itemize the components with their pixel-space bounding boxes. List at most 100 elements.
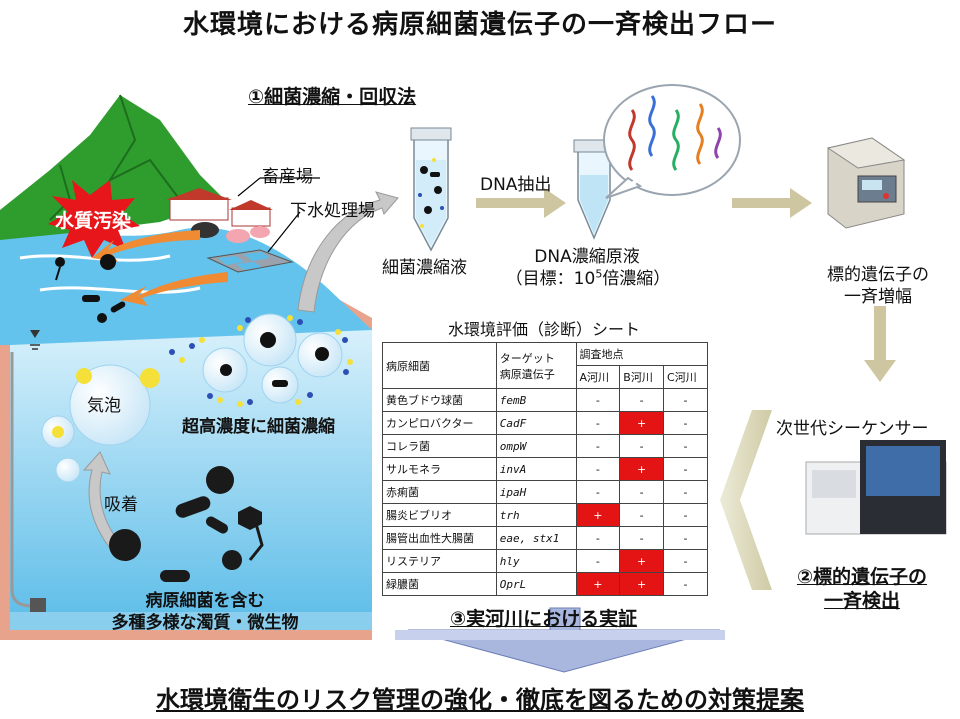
site-c-result: -: [663, 526, 708, 550]
page-title: 水環境における病原細菌遺伝子の一斉検出フロー: [182, 10, 777, 40]
dna-solution-label: DNA濃縮原液: [534, 247, 640, 267]
site-c-result: -: [663, 572, 708, 596]
concentrate-label: 細菌濃縮液: [382, 258, 467, 278]
col-sites: 調査地点: [575, 342, 709, 366]
site-b-result: +: [619, 572, 665, 596]
amplify-label-1: 標的遺伝子の: [827, 265, 929, 285]
pathogen-name: サルモネラ: [382, 457, 497, 481]
site-a-result: -: [575, 457, 621, 481]
target-gene: trh: [495, 503, 577, 527]
pathogens-illustration: [109, 466, 264, 582]
collect-arrow: [297, 191, 399, 313]
step1-heading: ①細菌濃縮・回収法: [248, 86, 417, 108]
water-label-1: 病原細菌を含む: [145, 591, 265, 611]
bubble-large: [69, 364, 151, 446]
pcr-machine-illustration: [826, 137, 906, 229]
sheet-arrow: [720, 410, 772, 590]
sequence-arrow: [864, 306, 896, 382]
site-c-result: -: [663, 434, 708, 458]
site-b-result: +: [619, 411, 665, 435]
pathogen-name: カンピロバクター: [382, 411, 497, 435]
sequencer-illustration: [805, 440, 947, 535]
extract-arrow: [476, 188, 566, 218]
site-b-result: -: [619, 434, 665, 458]
target-gene: OprL: [495, 572, 577, 596]
col-site-1: B河川: [619, 365, 665, 389]
conclusion-text: 水環境衛生のリスク管理の強化・徹底を図るための対策提案: [156, 686, 804, 714]
target-gene: hly: [495, 549, 577, 573]
bacteria-concentrate-cluster: [169, 313, 353, 407]
target-label: （目標：105倍濃縮）: [505, 267, 671, 289]
site-a-result: -: [575, 526, 621, 550]
site-a-result: -: [575, 480, 621, 504]
site-a-result: -: [575, 434, 621, 458]
site-c-result: -: [663, 480, 708, 504]
mountain-illustration: [0, 95, 225, 240]
sewage-label: 下水処理場: [290, 201, 375, 221]
high-conc-label: 超高濃度に細菌濃縮: [182, 417, 335, 437]
pathogen-name: 緑膿菌: [382, 572, 497, 596]
col-pathogen: 病原細菌: [382, 342, 497, 389]
site-a-result: +: [575, 572, 621, 596]
runoff-arrow-1: [92, 230, 200, 262]
step2-heading-2: 一斉検出: [823, 590, 900, 612]
site-c-result: -: [663, 388, 708, 412]
amplify-label-2: 一斉増幅: [844, 287, 912, 307]
aerator-icon: [30, 598, 46, 612]
target-gene: invA: [495, 457, 577, 481]
water-label-2: 多種多様な濁質・微生物: [111, 613, 299, 633]
pathogen-name: 腸管出血性大腸菌: [382, 526, 497, 550]
adsorption-label: 吸着: [104, 495, 138, 515]
site-c-result: -: [663, 457, 708, 481]
site-b-result: -: [619, 388, 665, 412]
site-a-result: +: [575, 503, 621, 527]
col-target: ターゲット病原遺伝子: [495, 342, 577, 389]
pollution-burst: [48, 180, 140, 258]
site-b-result: +: [619, 457, 665, 481]
concentrate-tube-illustration: [410, 127, 452, 252]
step3-heading: ③実河川における実証: [450, 608, 638, 630]
site-c-result: -: [663, 549, 708, 573]
col-site-2: C河川: [663, 365, 708, 389]
target-gene: eae, stx1: [495, 526, 577, 550]
adsorption-arrow: [82, 451, 129, 561]
pathogen-name: 黄色ブドウ球菌: [382, 388, 497, 412]
site-a-result: -: [575, 388, 621, 412]
bubble-label: 気泡: [87, 396, 121, 416]
target-gene: CadF: [495, 411, 577, 435]
pollution-label: 水質汚染: [55, 210, 132, 232]
site-b-result: -: [619, 480, 665, 504]
pathogen-name: 腸炎ビブリオ: [382, 503, 497, 527]
sequencer-label: 次世代シーケンサー: [776, 419, 929, 439]
dna-speech-bubble: [603, 84, 741, 199]
step2-heading-1: ②標的遺伝子の: [796, 566, 928, 588]
runoff-arrow-2: [120, 272, 228, 306]
site-b-result: -: [619, 526, 665, 550]
target-gene: ompW: [495, 434, 577, 458]
pathogen-name: リステリア: [382, 549, 497, 573]
livestock-label: 畜産場: [262, 167, 313, 187]
livestock-farm-illustration: [166, 188, 273, 243]
sheet-title: 水環境評価（診断）シート: [448, 320, 641, 339]
site-b-result: +: [619, 549, 665, 573]
col-site-0: A河川: [575, 365, 621, 389]
target-gene: femB: [495, 388, 577, 412]
sewage-plant-illustration: [206, 249, 294, 273]
pathogen-name: コレラ菌: [382, 434, 497, 458]
target-gene: ipaH: [495, 480, 577, 504]
site-b-result: -: [619, 503, 665, 527]
site-a-result: -: [575, 549, 621, 573]
site-c-result: -: [663, 503, 708, 527]
dna-extract-label: DNA抽出: [480, 175, 552, 195]
